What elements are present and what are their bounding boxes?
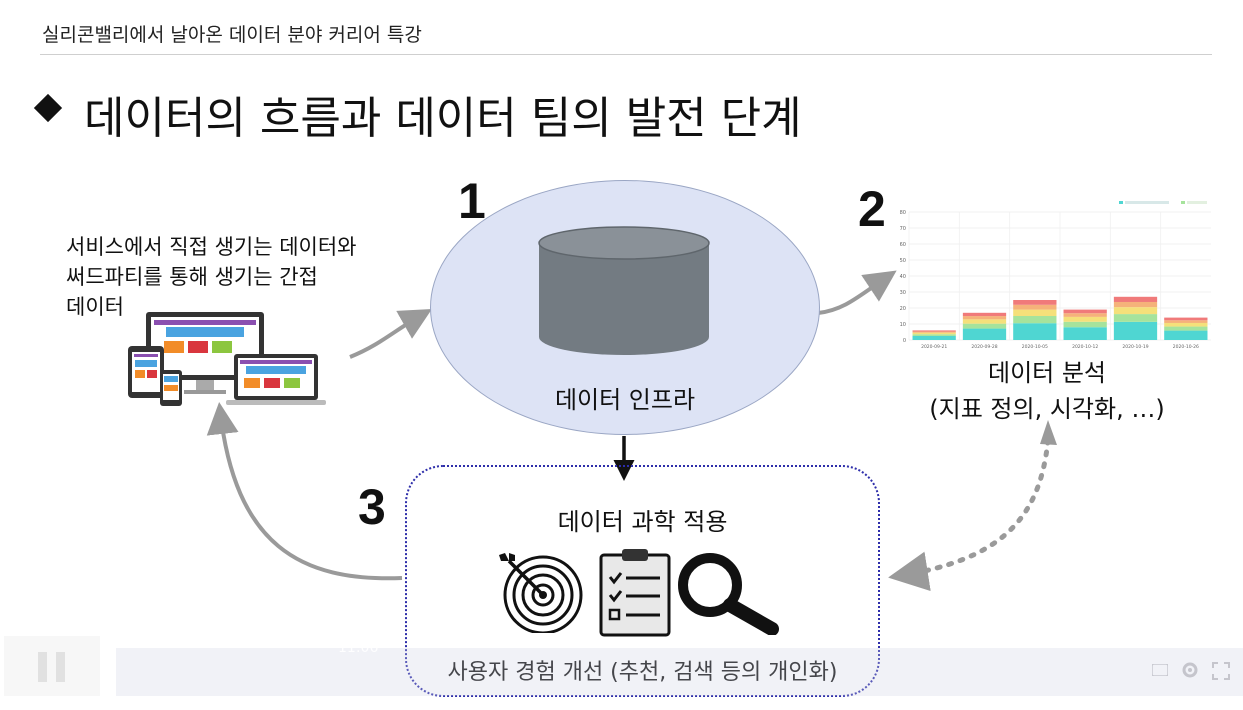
x-tick-label: 2020-10-12 — [1072, 344, 1098, 350]
bar-segment — [962, 316, 1007, 320]
bar-segment — [912, 334, 956, 336]
y-tick-label: 50 — [900, 258, 906, 264]
slide-title: 데이터의 흐름과 데이터 팀의 발전 단계 — [84, 93, 802, 144]
bar-segment — [1113, 321, 1158, 340]
bar-segment — [1164, 320, 1208, 323]
bar-segment — [1013, 323, 1057, 340]
y-tick-label: 10 — [900, 322, 906, 328]
y-tick-label: 30 — [900, 290, 906, 296]
data-science-caption: 사용자 경험 개선 (추천, 검색 등의 개인화) — [447, 660, 838, 685]
source-line-2: 써드파티를 통해 생기는 간접 — [66, 265, 318, 289]
arrow-source-to-infra — [349, 309, 432, 359]
step-number-2: 2 — [858, 181, 886, 237]
bar-segment — [1013, 309, 1057, 316]
responsive-devices-icon — [128, 312, 326, 406]
checklist-icon — [599, 549, 671, 637]
x-tick-label: 2020-10-26 — [1173, 344, 1199, 350]
bar-segment — [1113, 296, 1158, 302]
magnifier-icon — [678, 553, 779, 635]
bar-segment — [1013, 300, 1057, 305]
bar-segment — [1063, 313, 1107, 317]
bar-segment — [962, 328, 1007, 340]
pause-icon — [38, 652, 47, 682]
target-icon — [499, 553, 583, 633]
data-source-description: 서비스에서 직접 생기는 데이터와 써드파티를 통해 생기는 간접 데이터 — [66, 232, 357, 322]
source-line-3: 데이터 — [66, 295, 124, 319]
bar-segment — [1063, 321, 1107, 328]
bar-segment — [962, 319, 1007, 324]
x-tick-label: 2020-09-21 — [921, 344, 947, 350]
bar-segment — [962, 323, 1007, 329]
gear-icon[interactable] — [1180, 660, 1200, 680]
data-analysis-label: 데이터 분석 (지표 정의, 시각화, …) — [892, 355, 1202, 427]
chart-gridlines — [908, 211, 1211, 341]
chart-x-ticks: 2020-09-21 2020-09-28 2020-10-05 2020-10-12… — [921, 344, 1199, 350]
arrow-infra-to-analysis — [817, 270, 897, 315]
bar-segment — [1013, 304, 1057, 310]
bar-segment — [1113, 314, 1158, 322]
bar-segment — [912, 332, 956, 335]
x-tick-label: 2020-10-05 — [1022, 344, 1048, 350]
bar-segment — [1063, 327, 1107, 340]
bar-segment — [912, 335, 956, 340]
y-tick-label: 70 — [900, 226, 906, 232]
data-science-box — [405, 465, 880, 697]
video-control-bar[interactable] — [116, 648, 1243, 696]
header-divider — [40, 54, 1212, 55]
dotted-arrow-analysis-to-data-science — [888, 437, 1051, 592]
x-tick-label: 2020-09-28 — [971, 344, 997, 350]
data-infra-label: 데이터 인프라 — [554, 386, 696, 414]
y-tick-label: 20 — [900, 306, 906, 312]
bar-segment — [1063, 309, 1107, 314]
fullscreen-icon[interactable] — [1212, 662, 1230, 680]
analysis-subtitle: (지표 정의, 시각화, …) — [929, 395, 1165, 423]
bar-segment — [1164, 326, 1208, 331]
bar-segment — [912, 330, 956, 332]
quality-icon[interactable] — [1152, 664, 1168, 676]
bar-segment — [1113, 301, 1158, 308]
chart-legend — [1119, 201, 1207, 204]
y-tick-label: 60 — [900, 242, 906, 248]
bar-segment — [1164, 322, 1208, 327]
bar-segment — [1113, 307, 1158, 315]
bar-segment — [1063, 316, 1107, 322]
step-number-1: 1 — [458, 173, 486, 229]
y-tick-label: 80 — [900, 210, 906, 216]
bar-segment — [912, 331, 956, 333]
chart-bars — [912, 296, 1208, 340]
chart-y-ticks: 0 10 20 30 40 50 60 70 80 — [900, 210, 906, 344]
arrow-data-science-to-source — [206, 402, 403, 581]
dotted-arrow-head-up — [1040, 420, 1057, 445]
analysis-title: 데이터 분석 — [987, 359, 1107, 387]
pause-button[interactable] — [4, 636, 100, 696]
time-tooltip: 11:06 — [338, 640, 379, 656]
data-science-title: 데이터 과학 적용 — [557, 508, 728, 536]
lecture-title: 실리콘밸리에서 날아온 데이터 분야 커리어 특강 — [42, 24, 422, 46]
x-tick-label: 2020-10-19 — [1122, 344, 1148, 350]
source-line-1: 서비스에서 직접 생기는 데이터와 — [66, 235, 357, 259]
bar-segment — [1164, 317, 1208, 321]
bar-segment — [962, 312, 1007, 317]
database-cylinder-icon — [538, 226, 710, 355]
step-number-3: 3 — [358, 479, 386, 535]
y-tick-label: 40 — [900, 274, 906, 280]
bar-segment — [1164, 330, 1208, 340]
y-tick-label: 0 — [903, 338, 906, 344]
bar-segment — [1013, 316, 1057, 324]
